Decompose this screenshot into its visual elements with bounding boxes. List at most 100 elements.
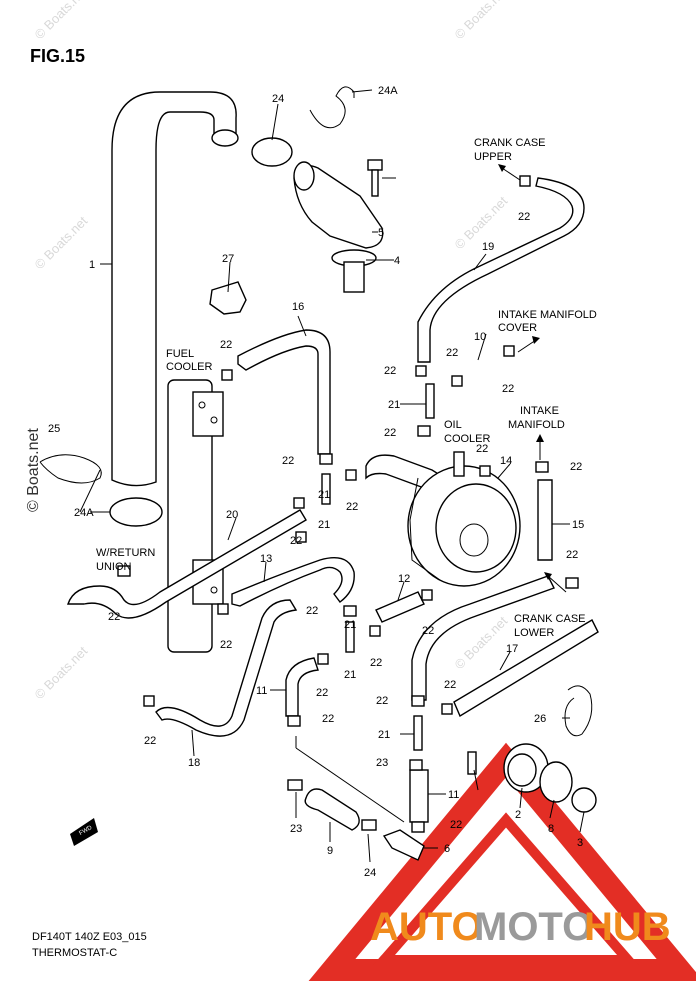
callout: 9 [327, 845, 333, 857]
callout: 22 [346, 501, 358, 513]
crank-case-upper-line1: CRANK CASE [474, 137, 546, 149]
hose-16 [237, 329, 331, 455]
section-name: THERMOSTAT-C [32, 947, 117, 959]
brand-logo: AUTO MOTO HUB [370, 905, 671, 949]
callout: 17 [506, 643, 518, 655]
brand-part2: MOTO [474, 905, 593, 949]
hose-1 [111, 91, 239, 487]
callouts: 1 2 3 4 5 6 8 9 10 11 11 12 13 14 15 16 … [48, 85, 584, 879]
callout: 22 [282, 455, 294, 467]
callout: 22 [144, 735, 156, 747]
connector-6 [382, 829, 425, 861]
callout: 5 [378, 227, 384, 239]
side-watermark: © Boats.net [25, 428, 42, 512]
callout: 11 [448, 789, 459, 801]
hose-clamp [39, 86, 355, 527]
callout: 22 [370, 657, 382, 669]
hose-13 [231, 557, 355, 607]
callout: 24 [364, 867, 376, 879]
fwd-arrow: FWD [70, 818, 98, 846]
callout: 24 [272, 93, 284, 105]
callout: 22 [290, 535, 302, 547]
callout: 22 [476, 443, 488, 455]
hose-11-lower [409, 769, 429, 823]
hose-crank-lower [411, 575, 555, 701]
hose-20 [67, 509, 307, 619]
callout: 22 [220, 339, 232, 351]
callout: 22 [108, 611, 120, 623]
callout: 3 [577, 837, 583, 849]
hose-15 [537, 479, 553, 561]
callout: 22 [384, 427, 396, 439]
callout: 8 [548, 823, 554, 835]
clip-26 [209, 281, 247, 315]
hose-12 [375, 591, 425, 623]
watermark: © Boats.net [32, 213, 91, 272]
callout: 22 [376, 695, 388, 707]
clip-25 [564, 685, 593, 737]
callout: 16 [292, 301, 304, 313]
thermostat-cover [293, 161, 384, 249]
callout: 21 [378, 729, 390, 741]
oil-cooler [407, 451, 521, 587]
crank-case-lower-line1: CRANK CASE [514, 613, 586, 625]
thermostat-lower [467, 743, 597, 813]
callout: 22 [316, 687, 328, 699]
callout: 13 [260, 553, 272, 565]
callout: 21 [318, 519, 330, 531]
hose-9 [304, 788, 360, 831]
callout: 2 [515, 809, 521, 821]
annotations: CRANK CASE UPPER INTAKE MANIFOLD COVER I… [96, 137, 597, 639]
fuel-cooler [167, 379, 224, 653]
brand-part1: AUTO [370, 905, 483, 949]
hose-11 [285, 657, 319, 717]
bolt [367, 159, 383, 197]
hose-19 [417, 177, 585, 363]
intake-manifold-cover-line2: COVER [498, 322, 537, 334]
figure-title: FIG.15 [30, 46, 85, 66]
callout: 22 [450, 819, 462, 831]
thermostat [331, 249, 377, 293]
callout: 14 [500, 455, 512, 467]
w-return-union-line2: UNION [96, 561, 132, 573]
callout: 26 [534, 713, 546, 725]
callout: 22 [384, 365, 396, 377]
callout: 21 [344, 619, 356, 631]
callout: 22 [518, 211, 530, 223]
callout: 18 [188, 757, 200, 769]
callout: 10 [474, 331, 486, 343]
intake-manifold-line1: INTAKE [520, 405, 559, 417]
callout: 22 [422, 625, 434, 637]
callout: 24A [74, 507, 94, 519]
callout: 20 [226, 509, 238, 521]
callout: 22 [570, 461, 582, 473]
fuel-cooler-line2: COOLER [166, 361, 213, 373]
callout: 23 [376, 757, 388, 769]
oil-cooler-line1: OIL [444, 419, 462, 431]
crank-case-lower-line2: LOWER [514, 627, 554, 639]
watermark: © Boats.net [32, 643, 91, 702]
leader-lines [79, 89, 585, 863]
callout: 22 [502, 383, 514, 395]
model-code: DF140T 140Z E03_015 [32, 931, 147, 943]
callout: 23 [290, 823, 302, 835]
callout: 27 [222, 253, 234, 265]
w-return-union-line1: W/RETURN [96, 547, 155, 559]
intake-manifold-cover-line1: INTAKE MANIFOLD [498, 309, 597, 321]
brand-part3: HUB [584, 905, 671, 949]
callout: 22 [446, 347, 458, 359]
intake-manifold-line2: MANIFOLD [508, 419, 565, 431]
callout: 21 [318, 489, 330, 501]
callout: 19 [482, 241, 494, 253]
callout: 21 [344, 669, 356, 681]
callout: 22 [306, 605, 318, 617]
brand-triangle-logo [308, 742, 696, 981]
callout: 25 [48, 423, 60, 435]
watermark: © Boats.net [452, 0, 511, 42]
callout: 4 [394, 255, 400, 267]
callout: 22 [322, 713, 334, 725]
oil-cooler-line2: COOLER [444, 433, 491, 445]
hose-17 [453, 619, 599, 718]
callout: 6 [444, 843, 450, 855]
